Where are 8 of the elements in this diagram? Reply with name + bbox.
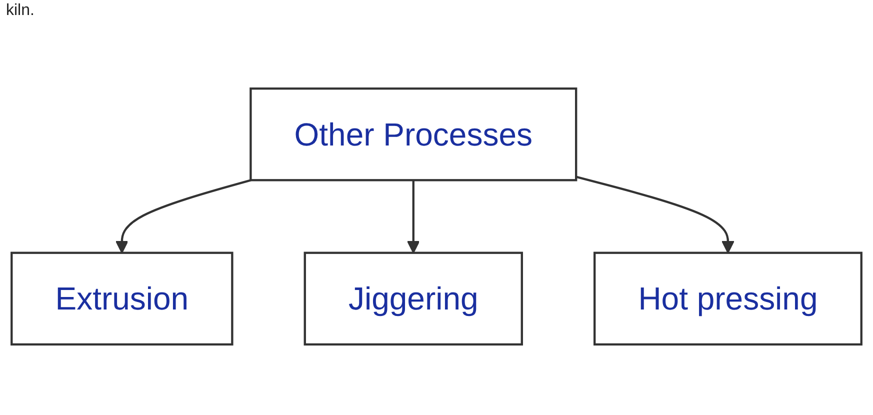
arrow — [116, 179, 252, 254]
process-box: Jiggering — [304, 252, 523, 346]
process-box: Other Processes — [250, 87, 578, 182]
arrow — [576, 176, 734, 254]
process-box: Extrusion — [10, 252, 234, 346]
process-box: Hot pressing — [594, 252, 862, 346]
note-text: kiln. — [6, 2, 34, 19]
arrow — [407, 180, 420, 254]
